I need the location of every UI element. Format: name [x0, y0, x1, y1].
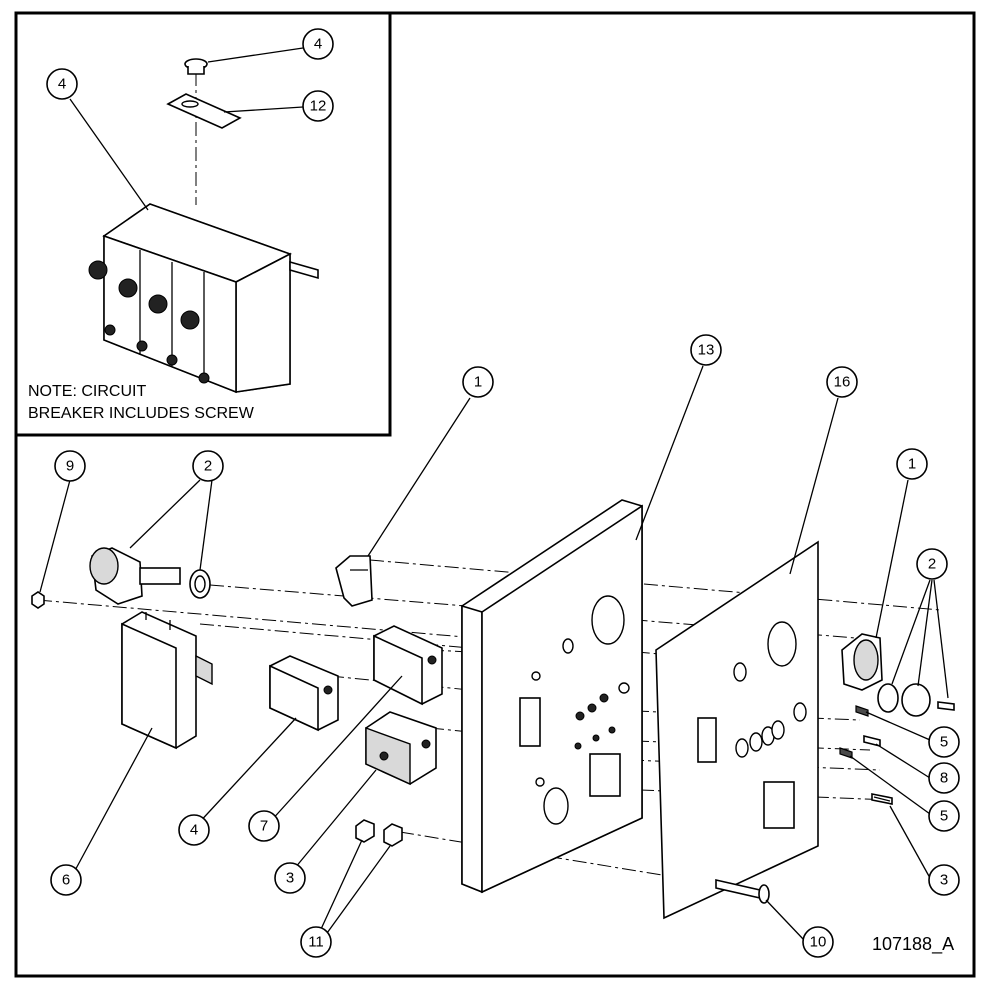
- callout-item-1-top: 1: [462, 366, 494, 398]
- callout-item-3-right: 3: [928, 864, 960, 896]
- item-2-rotary-switch: [89, 547, 211, 605]
- callout-leaders: [39, 365, 949, 941]
- item-2-right-knob-nut: [877, 683, 955, 717]
- svg-text:9: 9: [66, 458, 74, 475]
- item-5-8-screws: [839, 705, 881, 759]
- svg-text:4: 4: [314, 36, 322, 53]
- inset-circuit-breaker-assembly: [69, 47, 319, 394]
- item-1-right-bracket: [841, 633, 883, 691]
- callout-item-4: 4: [178, 814, 210, 846]
- item-16-faceplate: [655, 540, 819, 920]
- callout-item-2-right: 2: [916, 548, 948, 580]
- callout-item-1-right: 1: [896, 448, 928, 480]
- svg-text:10: 10: [810, 934, 827, 951]
- callout-inset-screw: 4: [302, 28, 334, 60]
- svg-text:4: 4: [58, 76, 66, 93]
- inset-screw: [184, 58, 208, 75]
- item-3-receptacle: [365, 711, 437, 786]
- outer-frame: [14, 11, 976, 978]
- callout-item-10: 10: [802, 926, 834, 958]
- svg-text:16: 16: [834, 374, 851, 391]
- item-13-control-panel: [461, 499, 643, 894]
- callout-item-5-upper: 5: [928, 726, 960, 758]
- inset-mounting-plate: [166, 93, 242, 129]
- svg-text:8: 8: [940, 770, 948, 787]
- callout-item-2-left: 2: [192, 450, 224, 482]
- callout-item-7: 7: [248, 810, 280, 842]
- svg-text:4: 4: [190, 822, 198, 839]
- callout-item-11: 11: [300, 926, 332, 958]
- item-10-long-screw: [715, 878, 770, 904]
- item-1-mounting-bracket: [335, 555, 373, 607]
- svg-text:3: 3: [940, 872, 948, 889]
- svg-text:5: 5: [940, 808, 948, 825]
- note-line-1: NOTE: CIRCUIT: [28, 383, 146, 400]
- item-7-bracket-module: [373, 625, 443, 706]
- svg-text:11: 11: [308, 934, 324, 951]
- callout-inset-breaker: 4: [46, 68, 78, 100]
- inset-frame: [14, 11, 392, 437]
- item-9-nut: [31, 591, 45, 609]
- callout-item-3-left: 3: [274, 862, 306, 894]
- callout-item-6: 6: [50, 864, 82, 896]
- item-6-circuit-breaker: [121, 611, 213, 750]
- callout-item-8: 8: [928, 762, 960, 794]
- callout-item-16: 16: [826, 366, 858, 398]
- svg-text:5: 5: [940, 734, 948, 751]
- svg-text:2: 2: [204, 458, 212, 475]
- callout-item-13: 13: [690, 334, 722, 366]
- callout-inset-plate: 12: [302, 90, 334, 122]
- svg-text:13: 13: [698, 342, 715, 359]
- svg-text:1: 1: [474, 374, 482, 391]
- callout-item-5-lower: 5: [928, 800, 960, 832]
- svg-text:2: 2: [928, 556, 936, 573]
- note-line-2: BREAKER INCLUDES SCREW: [28, 405, 255, 422]
- svg-text:12: 12: [310, 98, 327, 115]
- drawing-number: 107188_A: [872, 934, 954, 955]
- svg-text:7: 7: [260, 818, 268, 835]
- svg-text:6: 6: [62, 872, 70, 889]
- item-3-long-screw: [871, 793, 893, 805]
- item-4-breaker-module: [269, 655, 339, 732]
- callout-item-9: 9: [54, 450, 86, 482]
- inset-breaker-block: [88, 203, 319, 394]
- svg-text:1: 1: [908, 456, 916, 473]
- item-11-nuts: [355, 819, 403, 847]
- svg-text:3: 3: [286, 870, 294, 887]
